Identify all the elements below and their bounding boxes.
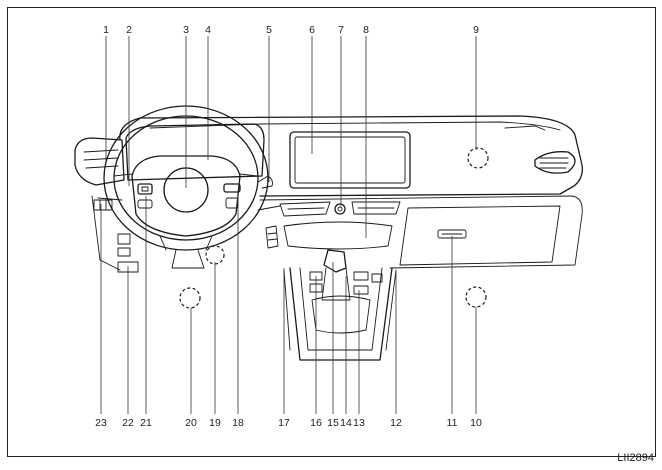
callout-12: 12 bbox=[390, 417, 402, 429]
image-code: LII2894 bbox=[617, 452, 654, 464]
callout-3: 3 bbox=[183, 24, 189, 36]
callout-15: 15 bbox=[327, 417, 339, 429]
callouts-bottom: 23 22 21 20 19 18 17 16 15 14 13 12 11 1… bbox=[95, 417, 482, 429]
leader-lines bbox=[100, 36, 477, 414]
hidden-item-9 bbox=[467, 147, 489, 169]
callout-23: 23 bbox=[95, 417, 107, 429]
callout-4: 4 bbox=[205, 24, 211, 36]
callout-6: 6 bbox=[309, 24, 315, 36]
callout-9: 9 bbox=[473, 24, 479, 36]
callout-7: 7 bbox=[338, 24, 344, 36]
hidden-item-10 bbox=[465, 286, 487, 308]
callout-5: 5 bbox=[266, 24, 272, 36]
callout-21: 21 bbox=[140, 417, 152, 429]
callout-20: 20 bbox=[185, 417, 197, 429]
diagram-frame bbox=[7, 7, 656, 457]
callout-8: 8 bbox=[363, 24, 369, 36]
callout-22: 22 bbox=[122, 417, 134, 429]
hidden-item-19 bbox=[205, 245, 225, 265]
callout-1: 1 bbox=[103, 24, 109, 36]
callout-19: 19 bbox=[209, 417, 221, 429]
callout-13: 13 bbox=[353, 417, 365, 429]
callouts-top: 1 2 3 4 5 6 7 8 9 bbox=[103, 24, 479, 36]
callout-14: 14 bbox=[340, 417, 352, 429]
hidden-item-20 bbox=[179, 287, 201, 309]
callout-10: 10 bbox=[470, 417, 482, 429]
dashboard-artwork bbox=[74, 105, 583, 361]
callout-2: 2 bbox=[126, 24, 132, 36]
callout-17: 17 bbox=[278, 417, 290, 429]
callout-18: 18 bbox=[232, 417, 244, 429]
callout-11: 11 bbox=[447, 417, 458, 429]
callout-16: 16 bbox=[310, 417, 322, 429]
